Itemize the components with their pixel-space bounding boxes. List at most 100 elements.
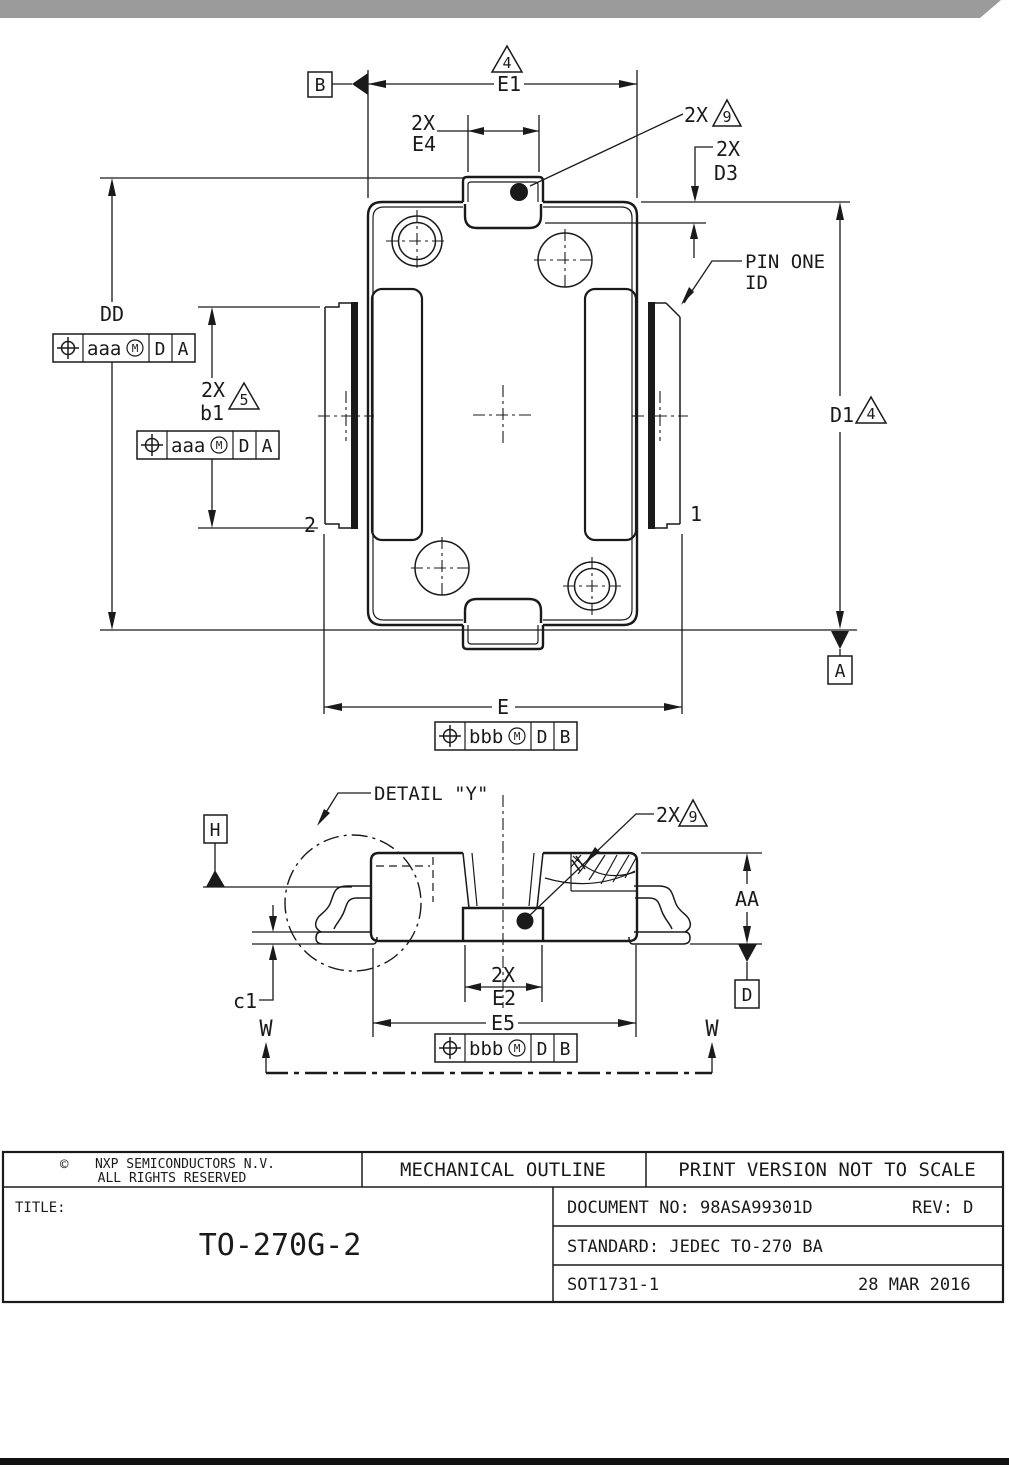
qty-E2: 2X xyxy=(491,963,515,987)
pin-one-id-line1: PIN ONE xyxy=(745,251,825,273)
callout-flag9-side: 2X 9 xyxy=(527,798,709,918)
document-no: DOCUMENT NO: 98ASA99301D xyxy=(567,1198,813,1218)
dim-E5: E5 xyxy=(372,945,637,1037)
side-body-left xyxy=(369,851,463,943)
dim-E-label: E xyxy=(497,695,509,719)
top-tab xyxy=(461,175,545,202)
dim-D3: 2X D3 xyxy=(690,137,740,258)
dim-E4-label: E4 xyxy=(412,132,436,156)
dim-b1-label: b1 xyxy=(200,401,224,425)
detail-y-callout: DETAIL "Y" xyxy=(317,783,488,826)
hatch-region xyxy=(544,853,637,892)
datum-B: B xyxy=(307,71,368,98)
fcf-bbb-top: bbb M D B xyxy=(434,721,578,751)
fcf4-ref1: D xyxy=(537,1039,548,1060)
section-w-left: W xyxy=(259,1017,273,1042)
dim-E1: E1 4 xyxy=(368,44,637,96)
rev: REV: D xyxy=(912,1198,973,1218)
fcf4-mod: M xyxy=(514,1042,521,1055)
flag-note-4: 4 xyxy=(502,54,511,72)
dim-E5-label: E5 xyxy=(491,1011,515,1035)
section-line-w: W W xyxy=(259,1017,719,1075)
company-line1: NXP SEMICONDUCTORS N.V. xyxy=(95,1157,275,1172)
qty-flag9-top: 2X xyxy=(684,103,708,127)
hole-bottom-left xyxy=(411,537,473,599)
position-tolerance-icon xyxy=(57,337,79,359)
left-lead-pad xyxy=(370,287,424,542)
hole-bottom-right xyxy=(563,557,621,615)
dim-DD: DD xyxy=(100,178,124,630)
fcf1-ref1: D xyxy=(155,339,166,360)
qty-E4: 2X xyxy=(411,111,435,135)
fcf3-ref1: D xyxy=(537,727,548,748)
standard: STANDARD: JEDEC TO-270 BA xyxy=(567,1237,823,1257)
fcf2-mod: M xyxy=(216,439,223,452)
scale-note: PRINT VERSION NOT TO SCALE xyxy=(678,1159,975,1181)
pin-number-1: 1 xyxy=(690,502,702,526)
side-lead-right xyxy=(628,885,692,945)
dim-b1: 2X b1 5 xyxy=(200,307,261,528)
lead-pin2 xyxy=(318,302,374,529)
fcf1-tol: aaa xyxy=(87,338,121,360)
pin-number-2: 2 xyxy=(304,513,316,537)
side-center-tab xyxy=(461,906,545,941)
dim-AA: AA xyxy=(641,852,762,945)
dim-c1-label: c1 xyxy=(233,989,257,1013)
datum-B-label: B xyxy=(315,75,326,96)
datum-A: A xyxy=(827,631,853,685)
company-line2: ALL RIGHTS RESERVED xyxy=(98,1171,247,1186)
fcf-bbb-side: bbb M D B xyxy=(434,1033,578,1063)
datum-A-label: A xyxy=(835,661,846,682)
callout-flag9-top: 2X 9 xyxy=(529,98,743,187)
fcf3-mod: M xyxy=(514,730,521,743)
bottom-tab xyxy=(461,625,545,651)
datum-D: D xyxy=(734,944,760,1009)
position-tolerance-icon xyxy=(141,434,163,456)
fcf1-mod: M xyxy=(132,342,139,355)
position-tolerance-icon xyxy=(439,1037,461,1059)
datum-H: H xyxy=(203,814,352,888)
package-body-outline xyxy=(366,200,463,627)
dim-c1: c1 xyxy=(233,905,322,1013)
detail-y-label: DETAIL "Y" xyxy=(374,783,488,805)
fcf2-ref1: D xyxy=(239,436,250,457)
center-mark xyxy=(473,385,533,445)
flag-note-9-side: 9 xyxy=(688,808,697,826)
package-title: TO-270G-2 xyxy=(199,1228,362,1263)
detail-y-circle xyxy=(284,834,422,972)
position-tolerance-icon xyxy=(439,725,461,747)
title-block: © NXP SEMICONDUCTORS N.V. ALL RIGHTS RES… xyxy=(1,1150,1005,1304)
pin-one-id-callout: PIN ONE ID xyxy=(681,251,825,305)
dim-E2: 2X E2 xyxy=(464,945,543,1010)
dim-AA-label: AA xyxy=(735,887,759,911)
dim-DD-label: DD xyxy=(100,302,124,326)
sot-code: SOT1731-1 xyxy=(567,1275,659,1295)
dim-D1: D1 4 xyxy=(830,202,888,629)
fcf3-ref2: B xyxy=(560,727,571,748)
section-w-right: W xyxy=(705,1017,719,1042)
flag-note-9-top: 9 xyxy=(722,108,731,126)
side-view-drawing: DETAIL "Y" H 2X 9 AA xyxy=(203,783,762,1075)
fcf2-ref2: A xyxy=(262,436,273,457)
fcf1-ref2: A xyxy=(178,339,189,360)
top-view-drawing: E1 4 B 2X E4 2X 9 xyxy=(52,44,888,751)
doc-type: MECHANICAL OUTLINE xyxy=(400,1159,606,1181)
dim-E4: 2X E4 xyxy=(411,111,539,156)
lead-pin1 xyxy=(632,302,688,529)
title-label: TITLE: xyxy=(15,1200,66,1216)
datum-D-label: D xyxy=(742,985,753,1006)
qty-flag9-side: 2X xyxy=(656,803,680,827)
dim-D3-label: D3 xyxy=(714,161,738,185)
dim-D1-label: D1 xyxy=(830,403,854,427)
flag-note-5: 5 xyxy=(239,391,248,409)
side-body-right xyxy=(543,851,639,943)
flag-note-4-d1: 4 xyxy=(866,405,875,423)
side-lead-left xyxy=(314,885,378,945)
fcf2-tol: aaa xyxy=(171,435,205,457)
fcf-aaa-2: aaa M D A xyxy=(136,430,280,460)
hole-top-right xyxy=(534,229,596,291)
side-pin-one-dot xyxy=(516,912,534,930)
fcf-aaa-1: aaa M D A xyxy=(52,333,196,363)
pin-one-id-line2: ID xyxy=(745,272,768,294)
